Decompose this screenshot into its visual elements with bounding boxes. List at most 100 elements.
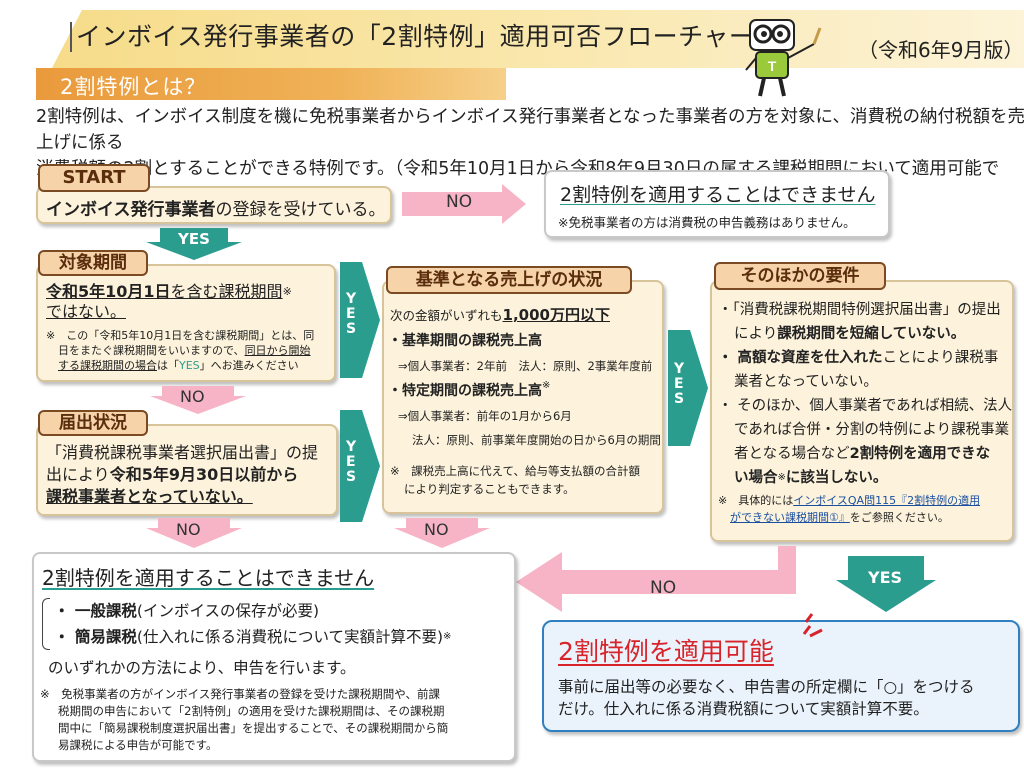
start-tag: START — [38, 164, 150, 192]
yes-label-v3: YES — [674, 361, 685, 407]
other-b3-mark: ※ — [777, 472, 786, 483]
other-box: ・「消費税課税期間特例選択届出書」の提出 により課税期間を短縮していない。 ・ … — [710, 280, 1014, 542]
not-applicable-line-3: のいずれかの方法により、申告を行います。 — [48, 659, 356, 677]
other-note-b: をご参照ください。 — [849, 511, 949, 524]
yes-arrow-down — [146, 228, 242, 260]
header-banner — [52, 10, 1024, 68]
other-b3-line-1: ・ そのほか、個人事業者であれば相続、法人 — [718, 398, 1013, 414]
not-applicable-note-3: 間中に「簡易課税制度選択届出書」を提出することで、その課税期間から簡 — [58, 721, 449, 735]
qa-link-line-2[interactable]: ができない課税期間①』 — [730, 511, 850, 524]
filing-line-1: 「消費税課税事業者選択届出書」の提 — [46, 443, 319, 462]
other-b2-bold: ・ 高額な資産を仕入れた — [718, 350, 883, 366]
no-arrow-bottom-left — [146, 518, 242, 548]
qa-link-line-1[interactable]: インボイスQA問115『2割特例の適用 — [793, 494, 981, 507]
yes-label-v1: YES — [346, 291, 357, 337]
period-note-2: 日をまたぐ課税期間をいいますので、 — [58, 344, 245, 357]
sales-note-2: により判定することもできます。 — [404, 482, 575, 496]
sales-item-2-mark: ※ — [542, 380, 551, 391]
other-b2-rest: ことにより課税事 — [882, 350, 999, 366]
sales-lead: 次の金額がいずれも — [390, 308, 503, 323]
period-tag: 対象期間 — [38, 250, 148, 276]
other-b1-line-2a: により — [734, 326, 778, 342]
intro-line-1: 2割特例は、インボイス制度を機に免税事業者からインボイス発行事業者となった事業者… — [36, 107, 1024, 153]
subtitle-bar: 2割特例とは？ — [36, 68, 506, 100]
period-date: 令和5年10月1日 — [46, 282, 171, 301]
emphasis-marks-icon — [802, 613, 823, 638]
filing-box: 「消費税課税事業者選択届出書」の提 出により令和5年9月30日以前から 課税事業… — [36, 424, 338, 516]
no-label-bottom-left: NO — [176, 520, 201, 539]
period-note-3-a: は「 — [157, 359, 179, 372]
sales-tag: 基準となる売上げの状況 — [386, 266, 632, 294]
option-general: ・ 一般課税 — [54, 602, 137, 620]
filing-tag: 届出状況 — [38, 410, 148, 436]
other-b3-line-2: であれば合併・分割の特例により課税事業 — [734, 422, 1010, 438]
yes-label-down: YES — [178, 230, 210, 248]
not-applicable-top-title: 2割特例を適用することはできません — [560, 184, 876, 206]
no-arrow-bottom-middle — [394, 518, 490, 548]
filing-line-2-a: 出により — [46, 465, 110, 484]
filing-line-3: 課税事業者となっていない。 — [46, 487, 253, 506]
other-note-a: ※ 具体的には — [718, 494, 794, 507]
page-title: インボイス発行事業者の「2割特例」適用可否フローチャート — [70, 22, 780, 52]
no-arrow-mid — [150, 386, 246, 414]
not-applicable-note-1: ※ 免税事業者の方がインボイス発行事業者の登録を受けた課税期間や、前課 — [40, 687, 440, 701]
option-simplified-mark: ※ — [443, 631, 452, 642]
sales-item-1: ・基準期間の課税売上高 — [388, 333, 542, 349]
options-bracket — [42, 598, 50, 650]
not-applicable-note-2: 税期間の申告において「2割特例」の適用を受けた課税期間は、その課税期 — [58, 704, 445, 718]
period-note-3-ul: する課税期間の場合 — [58, 359, 157, 372]
sales-note-1: ※ 課税売上高に代えて、給与等支払額の合計額 — [390, 464, 640, 478]
period-text: を含む課税期間 — [170, 282, 283, 301]
sales-item-2: ・特定期間の課税売上高 — [388, 383, 542, 399]
not-applicable-top-box: 2割特例を適用することはできません ※免税事業者の方は消費税の申告義務はありませ… — [544, 170, 890, 238]
applicable-box: 2割特例を適用可能 事前に届出等の必要なく、申告書の所定欄に「○」をつける だけ… — [542, 620, 1020, 732]
not-applicable-title: 2割特例を適用することはできません — [42, 566, 375, 590]
filing-line-2-bold: 令和5年9月30日以前から — [109, 465, 299, 484]
applicable-line-1: 事前に届出等の必要なく、申告書の所定欄に「○」をつける — [558, 678, 975, 696]
not-applicable-note-4: 易課税による申告が可能です。 — [58, 738, 218, 752]
sales-item-2-sub-1: ⇒個人事業者：前年の1月から6月 — [398, 409, 572, 423]
period-line-2: ではない。 — [46, 302, 127, 321]
period-box: 令和5年10月1日を含む課税期間※ ではない。 ※ この「令和5年10月1日を含… — [36, 264, 336, 382]
no-label-bottom-middle: NO — [424, 520, 449, 539]
other-tag: そのほかの要件 — [714, 262, 886, 290]
not-applicable-top-note: ※免税事業者の方は消費税の申告義務はありません。 — [558, 215, 856, 230]
sales-lead-bold: 1,000万円以下 — [502, 306, 610, 324]
period-note-1: ※ この「令和5年10月1日を含む課税期間」とは、同 — [46, 329, 315, 342]
sales-box: 次の金額がいずれも1,000万円以下 ・基準期間の課税売上高 ⇒個人事業者：2年… — [382, 280, 664, 514]
yes-label-v2: YES — [346, 439, 357, 485]
other-b1-line-1: ・「消費税課税期間特例選択届出書」の提出 — [718, 302, 1001, 318]
other-b3-line-4-rest: に該当しない。 — [785, 470, 888, 486]
start-box: インボイス発行事業者の登録を受けている。 — [36, 186, 392, 224]
no-arrow-top — [402, 184, 526, 224]
other-b1-line-2-bold: 課税期間を短縮していない。 — [777, 326, 966, 342]
subtitle-text: 2割特例とは？ — [60, 75, 207, 99]
option-simplified: ・ 簡易課税 — [54, 628, 137, 646]
other-b2-line-2: 業者となっていない。 — [734, 374, 878, 390]
start-text-bold: インボイス発行事業者 — [46, 200, 216, 220]
version-label: （令和6年9月版） — [858, 38, 1024, 62]
option-general-note: (インボイスの保存が必要) — [136, 602, 320, 620]
yes-arrow-final — [836, 556, 936, 612]
other-b3-line-4-bold: い場合 — [734, 470, 778, 486]
period-mark: ※ — [282, 285, 292, 298]
no-label-top: NO — [446, 192, 473, 212]
applicable-line-2: だけ。仕入れに係る消費税額について実額計算不要。 — [558, 700, 929, 718]
yes-arrow-right-2 — [340, 410, 380, 522]
other-b3-line-3-bold: 2割特例を適用できな — [849, 446, 991, 462]
other-b3-line-3a: 者となる場合など — [734, 446, 850, 462]
period-note-2-ul: 同日から開始 — [244, 344, 311, 357]
not-applicable-box: 2割特例を適用することはできません ・ 一般課税(インボイスの保存が必要) ・ … — [32, 552, 516, 762]
yes-arrow-right-1 — [340, 262, 380, 378]
period-note-yes: YES — [179, 359, 200, 372]
yes-label-final: YES — [868, 568, 903, 587]
no-arrow-bottom-right — [516, 546, 796, 612]
yes-arrow-right-3 — [668, 330, 708, 446]
no-label-bottom-right: NO — [650, 578, 677, 598]
option-simplified-note: (仕入れに係る消費税について実額計算不要) — [136, 628, 444, 646]
svg-text:T: T — [768, 58, 777, 74]
start-text-rest: の登録を受けている。 — [215, 200, 386, 220]
period-note-3-b: 」へお進みください — [199, 359, 299, 372]
sales-item-2-sub-2: 法人：原則、前事業年度開始の日から6月の期間 — [412, 433, 661, 447]
mascot-icon: T — [745, 19, 822, 97]
